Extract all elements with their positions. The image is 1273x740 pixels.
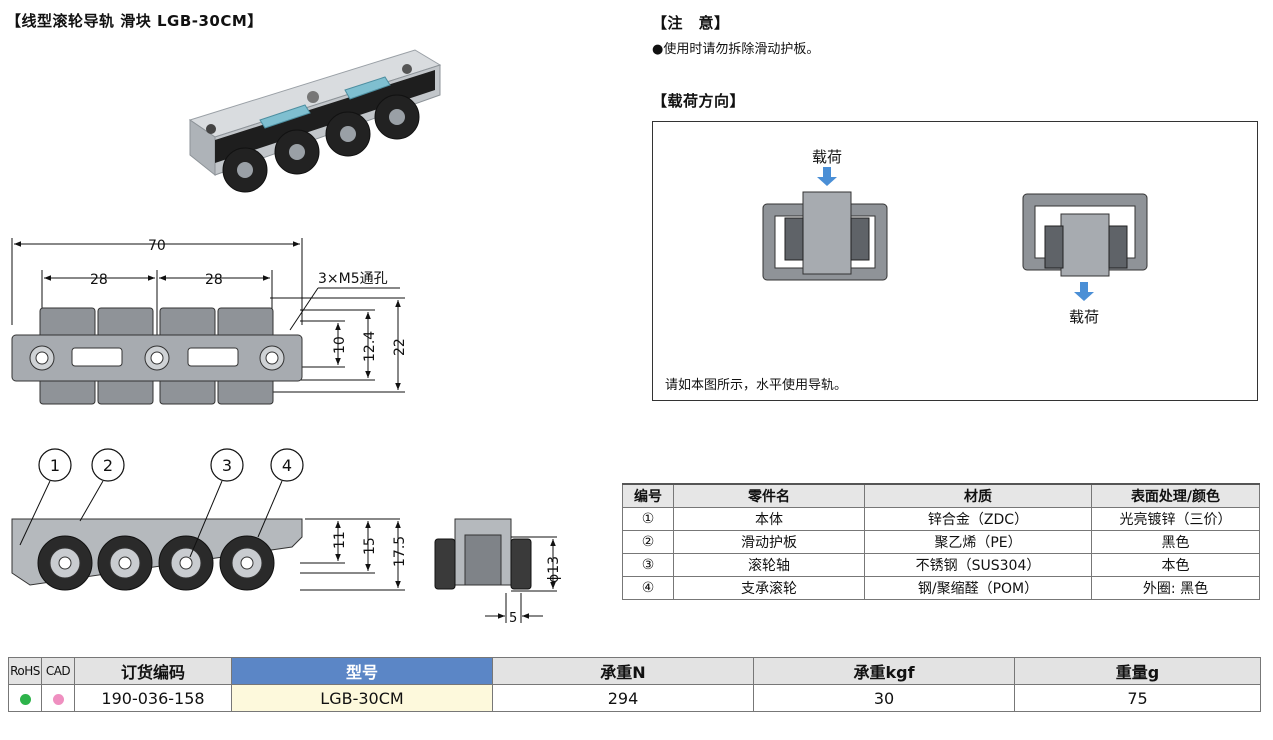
parts-cell: ①	[622, 507, 674, 531]
load-direction-caption: 请如本图所示，水平使用导轨。	[665, 378, 848, 393]
model-number: LGB-30CM	[231, 684, 493, 712]
order-code: 190-036-158	[74, 684, 232, 712]
table-row: 190-036-158 LGB-30CM 294 30 75	[8, 684, 1261, 712]
parts-cell: ③	[622, 553, 674, 577]
order-header-cad: CAD	[41, 657, 75, 685]
dim-15: 15	[362, 537, 378, 555]
notice-text: ●使用时请勿拆除滑动护板。	[652, 42, 820, 57]
side-view-drawing: ϕ13 5	[434, 518, 562, 626]
page-title: 【线型滚轮导轨 滑块 LGB-30CM】	[6, 12, 263, 30]
cad-cell[interactable]	[41, 684, 75, 712]
parts-header-name: 零件名	[673, 483, 865, 508]
order-header-weight: 重量g	[1014, 657, 1261, 685]
dim-5: 5	[509, 611, 517, 626]
dim-11: 11	[332, 531, 348, 549]
product-photo	[188, 49, 442, 193]
callout-4: 4	[282, 456, 292, 475]
parts-header-no: 编号	[622, 483, 674, 508]
dim-overall: 70	[148, 238, 166, 254]
parts-cell: ④	[622, 576, 674, 600]
table-row: ② 滑动护板 聚乙烯（PE） 黑色	[622, 530, 1260, 554]
parts-table: 编号 零件名 材质 表面处理/颜色 ① 本体 锌合金（ZDC） 光亮镀锌（三价）…	[622, 483, 1260, 600]
arrow-down-icon	[817, 167, 837, 186]
dim-12-4: 12.4	[362, 331, 378, 362]
dim-pitch-b: 28	[205, 272, 223, 288]
parts-cell: 外圈: 黑色	[1091, 576, 1260, 600]
order-header-load-n: 承重N	[492, 657, 754, 685]
callout-3: 3	[222, 456, 232, 475]
hole-label: 3×M5通孔	[318, 271, 388, 287]
parts-cell: ②	[622, 530, 674, 554]
parts-header-finish: 表面处理/颜色	[1091, 483, 1260, 508]
order-table: RoHS CAD 订货编码 型号 承重N 承重kgf 重量g 190-036-1…	[8, 657, 1261, 712]
dim-10: 10	[332, 336, 348, 354]
parts-cell: 不锈钢（SUS304）	[864, 553, 1092, 577]
top-view-drawing: 70 28 28 3×M5通孔 10 12.4 22	[11, 238, 408, 405]
table-row: ① 本体 锌合金（ZDC） 光亮镀锌（三价）	[622, 507, 1260, 531]
parts-cell: 黑色	[1091, 530, 1260, 554]
dim-17-5: 17.5	[392, 536, 408, 567]
dim-pitch-a: 28	[90, 272, 108, 288]
order-header-load-kgf: 承重kgf	[753, 657, 1015, 685]
table-row: ③ 滚轮轴 不锈钢（SUS304） 本色	[622, 553, 1260, 577]
parts-cell: 光亮镀锌（三价）	[1091, 507, 1260, 531]
load-label-top: 载荷	[812, 148, 842, 166]
rohs-cell	[8, 684, 42, 712]
weight-value: 75	[1014, 684, 1261, 712]
parts-cell: 聚乙烯（PE）	[864, 530, 1092, 554]
order-header-rohs: RoHS	[8, 657, 42, 685]
parts-cell: 本体	[673, 507, 865, 531]
notice-heading: 【注 意】	[652, 14, 730, 32]
arrow-down-icon	[1074, 282, 1094, 301]
callout-2: 2	[103, 456, 113, 475]
load-n-value: 294	[492, 684, 754, 712]
load-direction-heading: 【载荷方向】	[652, 92, 746, 110]
table-row: ④ 支承滚轮 钢/聚缩醛（POM） 外圈: 黑色	[622, 576, 1260, 600]
parts-cell: 支承滚轮	[673, 576, 865, 600]
rohs-dot-icon	[19, 693, 31, 705]
load-direction-diagram: 载荷 载荷	[762, 148, 1148, 326]
load-kgf-value: 30	[753, 684, 1015, 712]
parts-cell: 钢/聚缩醛（POM）	[864, 576, 1092, 600]
parts-cell: 滚轮轴	[673, 553, 865, 577]
dim-dia-13: ϕ13	[546, 556, 562, 583]
load-direction-box: 载荷 载荷 请如本图所示，水平使用导轨。	[652, 121, 1258, 401]
order-header-model: 型号	[231, 657, 493, 685]
parts-cell: 滑动护板	[673, 530, 865, 554]
parts-header-material: 材质	[864, 483, 1092, 508]
front-view-drawing: 1 2 3 4 11 15 17.5	[11, 448, 408, 591]
order-header-code: 订货编码	[74, 657, 232, 685]
cad-dot-icon[interactable]	[52, 693, 64, 705]
load-label-bottom: 载荷	[1069, 308, 1099, 326]
dim-22: 22	[392, 338, 408, 356]
parts-cell: 本色	[1091, 553, 1260, 577]
parts-cell: 锌合金（ZDC）	[864, 507, 1092, 531]
callout-1: 1	[50, 456, 60, 475]
